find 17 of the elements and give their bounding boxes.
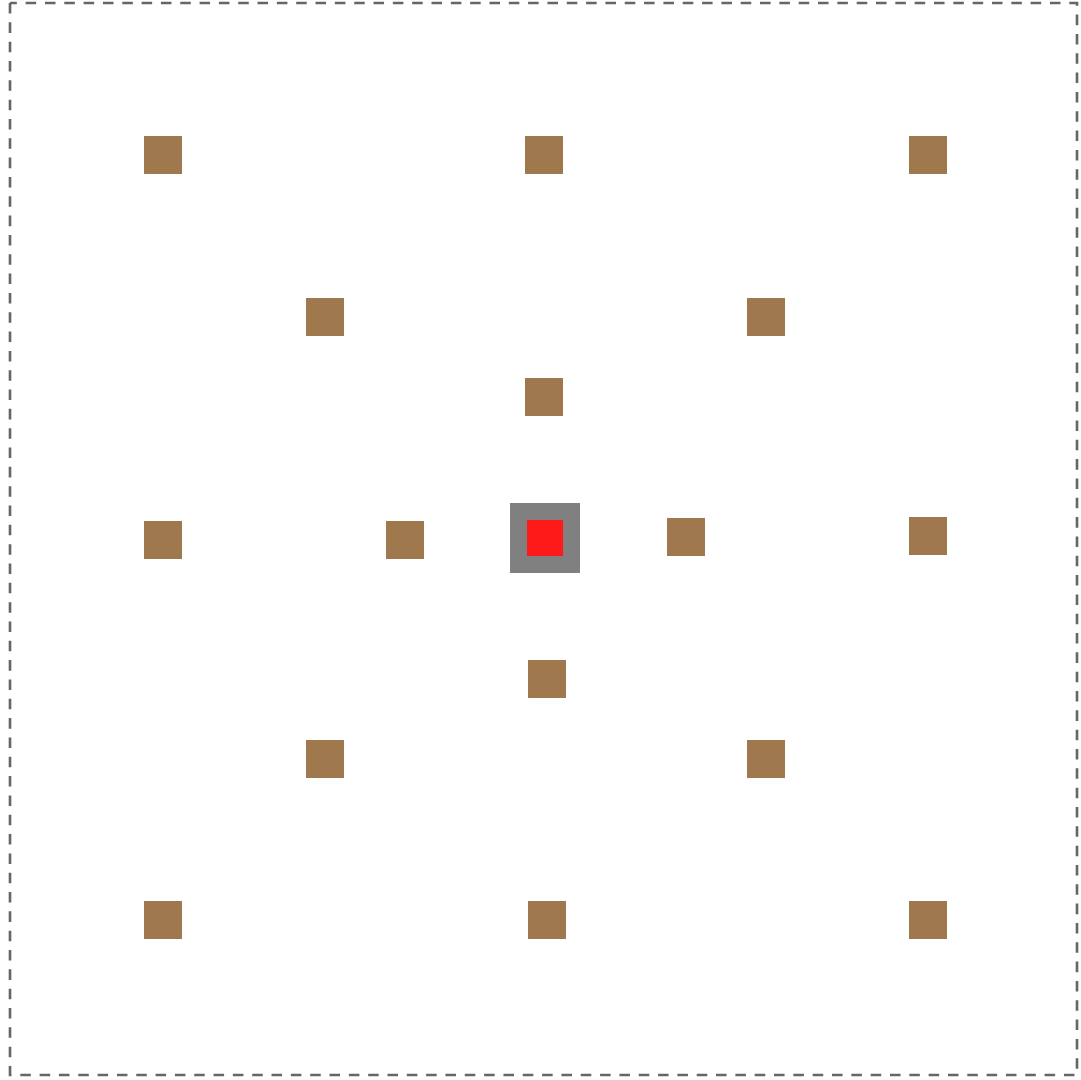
square-marker xyxy=(528,901,566,939)
square-marker xyxy=(909,517,947,555)
square-marker xyxy=(747,298,785,336)
square-marker xyxy=(144,136,182,174)
square-marker xyxy=(306,740,344,778)
square-marker xyxy=(525,378,563,416)
square-marker xyxy=(747,740,785,778)
inner-square xyxy=(527,520,563,556)
square-marker xyxy=(909,136,947,174)
square-marker xyxy=(144,901,182,939)
square-marker xyxy=(525,136,563,174)
square-marker xyxy=(909,901,947,939)
square-marker xyxy=(667,518,705,556)
square-marker xyxy=(144,521,182,559)
square-marker xyxy=(306,298,344,336)
square-marker xyxy=(528,660,566,698)
square-marker xyxy=(386,521,424,559)
